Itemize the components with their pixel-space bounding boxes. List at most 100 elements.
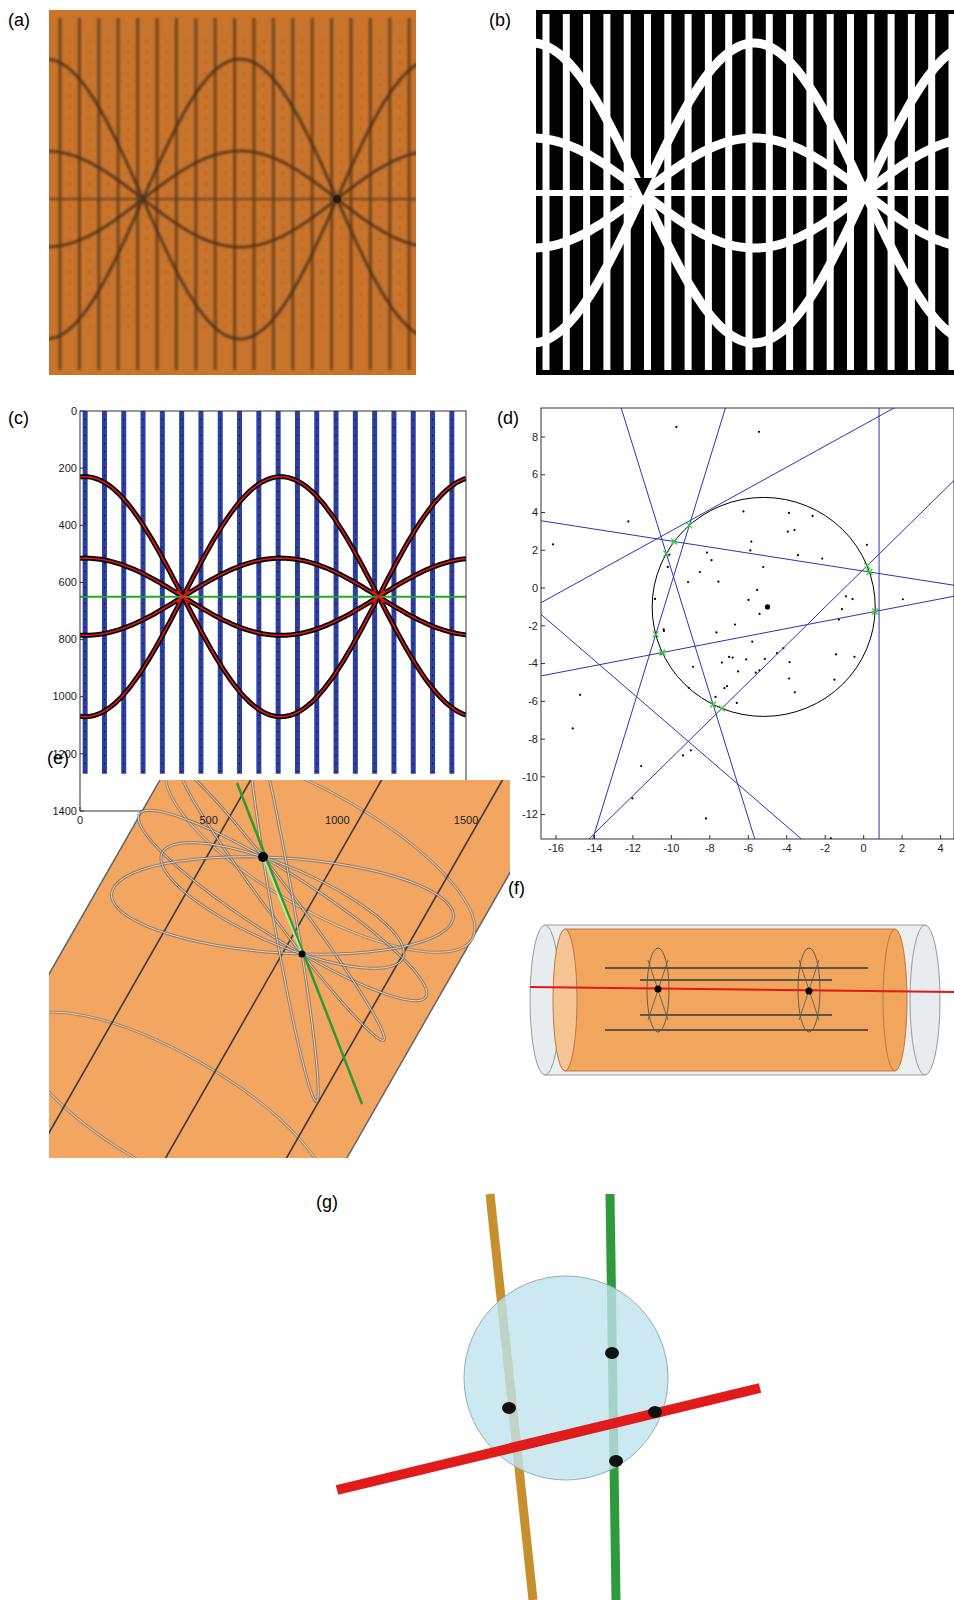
data-dot xyxy=(750,540,752,542)
fit-line xyxy=(541,412,954,839)
fit-line xyxy=(541,408,954,839)
intersection-mark xyxy=(719,705,725,711)
wire-line xyxy=(49,780,510,1158)
data-dot xyxy=(687,581,689,583)
outer-cylinder xyxy=(545,925,925,1075)
data-dot xyxy=(723,687,725,689)
fit-line xyxy=(541,408,954,839)
plot-background xyxy=(80,411,466,811)
data-dot xyxy=(552,543,554,545)
wire-line xyxy=(109,780,510,1158)
wire-line xyxy=(605,1029,868,1031)
cross-section xyxy=(49,976,352,1158)
fit-line xyxy=(83,411,88,774)
tick-mark xyxy=(541,512,545,513)
tick-mark xyxy=(80,811,84,812)
data-trace xyxy=(80,558,466,635)
fit-line xyxy=(314,411,319,774)
node-dot xyxy=(258,852,268,862)
fit-line xyxy=(541,408,954,839)
data-dot xyxy=(762,566,764,568)
data-points xyxy=(316,411,317,774)
axis-tick: 1500 xyxy=(454,814,478,827)
data-dot xyxy=(789,661,791,663)
data-points xyxy=(258,411,259,774)
plot-frame xyxy=(80,411,466,811)
tick-mark xyxy=(541,625,545,626)
data-dot xyxy=(579,694,581,696)
data-points xyxy=(143,411,144,774)
marker-dashes xyxy=(244,40,245,335)
data-dot xyxy=(821,557,823,559)
data-dot xyxy=(745,658,747,660)
axis-line xyxy=(536,190,954,196)
data-dot xyxy=(794,691,796,693)
axis-tick: 500 xyxy=(200,814,218,827)
intersection-mark xyxy=(866,569,872,575)
data-dot xyxy=(572,727,574,729)
data-dot xyxy=(758,431,760,433)
node-dot xyxy=(806,988,813,995)
intersection-mark xyxy=(663,551,669,557)
tick-mark xyxy=(541,776,545,777)
data-dot xyxy=(640,765,642,767)
wire-line xyxy=(311,18,314,370)
marker-dashes xyxy=(205,40,206,335)
data-dot xyxy=(690,749,692,751)
sine-trace xyxy=(536,43,954,343)
photo-panel xyxy=(49,18,416,370)
fit-line xyxy=(879,408,880,839)
data-dot xyxy=(627,520,629,522)
intersection-mark xyxy=(864,563,870,569)
axis-tick: -8 xyxy=(528,733,538,746)
tick-mark xyxy=(80,525,84,526)
axis-tick: 200 xyxy=(59,462,77,475)
marker-dashes xyxy=(69,40,70,335)
data-dot xyxy=(737,670,739,672)
wire-line xyxy=(117,18,120,370)
wire-line xyxy=(648,960,668,1020)
data-dot xyxy=(692,666,694,668)
axis-tick: -12 xyxy=(522,808,538,821)
marker-dashes xyxy=(224,40,225,335)
cross-section xyxy=(140,780,501,989)
fit-plot xyxy=(80,411,466,774)
wire-line xyxy=(369,18,372,370)
inner-cylinder-end xyxy=(883,929,907,1071)
sine-fit xyxy=(80,477,466,717)
data-dot xyxy=(736,702,738,704)
cylinder-body xyxy=(49,780,510,1158)
axis-tick: -4 xyxy=(782,842,792,855)
fit-line xyxy=(256,411,261,774)
tick-mark xyxy=(80,807,81,811)
node-dot xyxy=(299,951,306,958)
data-dot xyxy=(845,595,847,597)
data-dot xyxy=(841,608,843,610)
data-dot xyxy=(749,549,751,551)
tick-mark xyxy=(80,468,84,469)
wire-ellipse xyxy=(247,780,318,1101)
intersection-mark xyxy=(710,702,716,708)
intersection-mark xyxy=(872,608,878,614)
center-dot xyxy=(765,604,770,609)
data-dot xyxy=(756,589,758,591)
fit-line xyxy=(295,411,300,774)
data-dot xyxy=(731,656,733,658)
data-dot xyxy=(851,598,853,600)
plot-ticks xyxy=(541,437,941,839)
tick-mark xyxy=(541,814,545,815)
data-trace xyxy=(80,558,466,635)
axis-tick: 0 xyxy=(532,582,538,595)
tick-mark xyxy=(902,835,903,839)
panel-letter: (c) xyxy=(8,408,29,429)
data-dot xyxy=(902,598,904,600)
inner-cylinder xyxy=(565,929,895,1071)
node-dot xyxy=(655,986,662,993)
cross-section xyxy=(49,976,352,1158)
data-dot xyxy=(667,566,669,568)
photo-lines xyxy=(49,18,416,370)
tick-mark xyxy=(671,835,672,839)
data-points xyxy=(220,411,221,774)
node-mark xyxy=(177,591,189,603)
data-dot xyxy=(788,512,790,514)
